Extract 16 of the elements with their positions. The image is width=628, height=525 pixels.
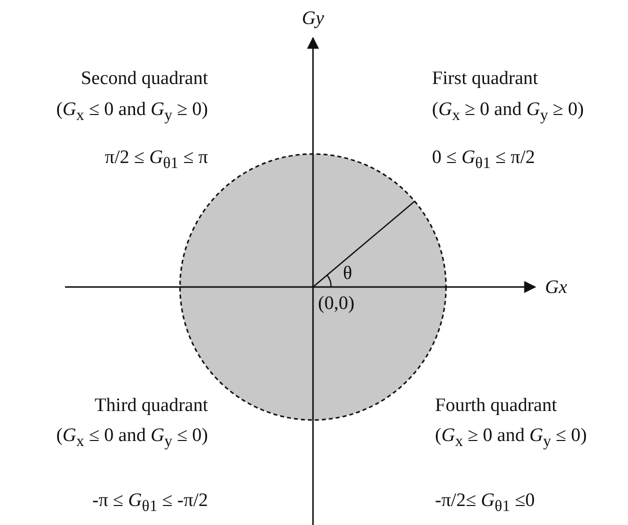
quadrant-condition: (G$_{x}$ ≥ 0 and G$_{y}$ ≥ 0) (432, 99, 584, 126)
quadrant-condition: (G$_{x}$ ≤ 0 and G$_{y}$ ≥ 0) (56, 99, 208, 126)
quadrant-condition: (G$_{x}$ ≤ 0 and G$_{y}$ ≤ 0) (56, 425, 208, 452)
angle-range: -π ≤ G$_{θ1}$ ≤ -π/2 (92, 490, 208, 517)
axis-label: Gx (545, 277, 568, 299)
origin-label: (0,0) (318, 293, 354, 315)
quadrant-title: Second quadrant (80, 68, 208, 90)
angle-symbol: θ (343, 263, 352, 285)
angle-range: -π/2≤ G$_{θ1}$ ≤0 (435, 490, 535, 517)
axis-label: Gy (302, 8, 324, 30)
quadrant-title: Third quadrant (94, 395, 208, 417)
quadrant-title: First quadrant (432, 68, 538, 90)
quadrant-title: Fourth quadrant (435, 395, 557, 417)
angle-range: π/2 ≤ G$_{θ1}$ ≤ π (104, 147, 208, 174)
angle-range: 0 ≤ G$_{θ1}$ ≤ π/2 (432, 147, 535, 174)
quadrant-condition: (G$_{x}$ ≥ 0 and G$_{y}$ ≤ 0) (435, 425, 587, 452)
